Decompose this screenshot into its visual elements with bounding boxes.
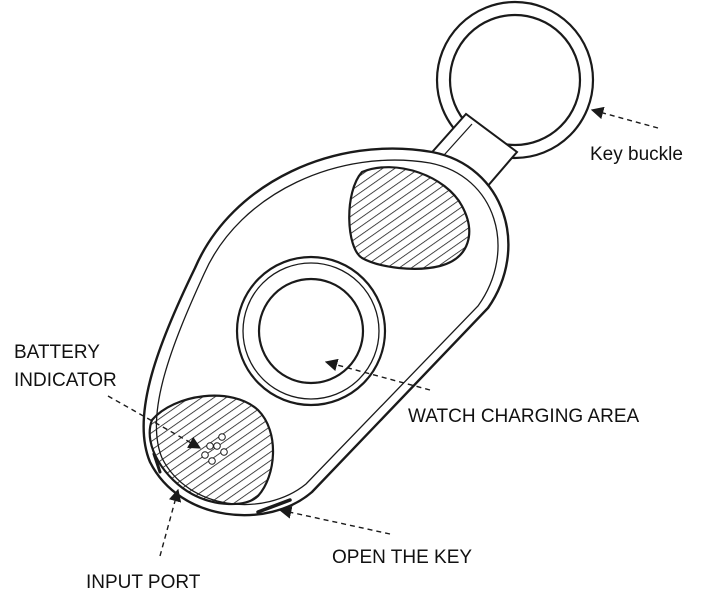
input-port-slot: [152, 452, 162, 474]
key-slot: [256, 498, 292, 514]
input-port-label: INPUT PORT: [86, 572, 201, 593]
battery-indicator-dots: [201, 433, 228, 465]
key-buckle-label: Key buckle: [590, 144, 683, 165]
watch-charging-area-label: WATCH CHARGING AREA: [408, 406, 640, 427]
open-the-key-leader: [278, 506, 391, 535]
upper-button: [348, 166, 471, 270]
input-port-leader: [159, 488, 182, 557]
battery-indicator-label-line1: BATTERY: [14, 342, 100, 363]
open-the-key-label: OPEN THE KEY: [332, 547, 472, 568]
key-ring: [435, 0, 595, 160]
battery-indicator-label-line2: INDICATOR: [14, 370, 117, 391]
lower-button: [148, 394, 275, 506]
callout-leaders: [107, 106, 659, 557]
key-buckle-leader: [590, 106, 659, 129]
watch-charging-pad: [235, 255, 387, 407]
